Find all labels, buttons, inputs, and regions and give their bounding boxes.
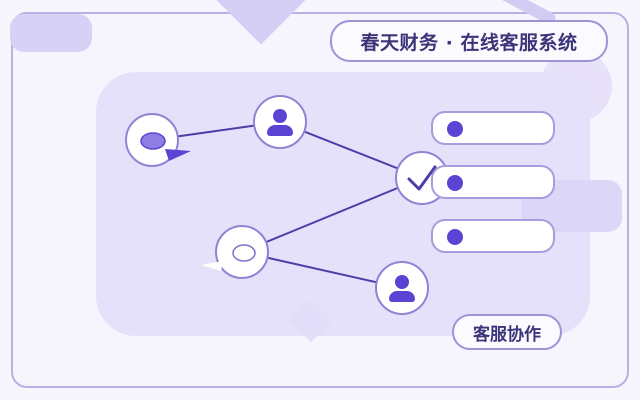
connector-line	[241, 177, 423, 253]
chat-bubble-icon	[140, 132, 191, 161]
decorative-tab	[10, 14, 92, 52]
list-row[interactable]	[431, 111, 555, 145]
page-title: 春天财务 · 在线客服系统	[330, 20, 608, 62]
agent-node[interactable]	[253, 95, 307, 149]
row-dot-icon	[447, 229, 463, 245]
agent-node[interactable]	[375, 261, 429, 315]
chat-outline-icon	[201, 244, 256, 271]
avatar-icon	[395, 275, 409, 289]
list-row[interactable]	[431, 219, 555, 253]
collaboration-badge[interactable]: 客服协作	[452, 314, 562, 350]
chat-bubble-node[interactable]	[125, 113, 191, 167]
row-dot-icon	[447, 121, 463, 137]
avatar-icon	[273, 109, 287, 123]
row-dot-icon	[447, 175, 463, 191]
list-row[interactable]	[431, 165, 555, 199]
chat-bubble-outline-node[interactable]	[201, 225, 269, 279]
check-icon	[407, 165, 437, 191]
